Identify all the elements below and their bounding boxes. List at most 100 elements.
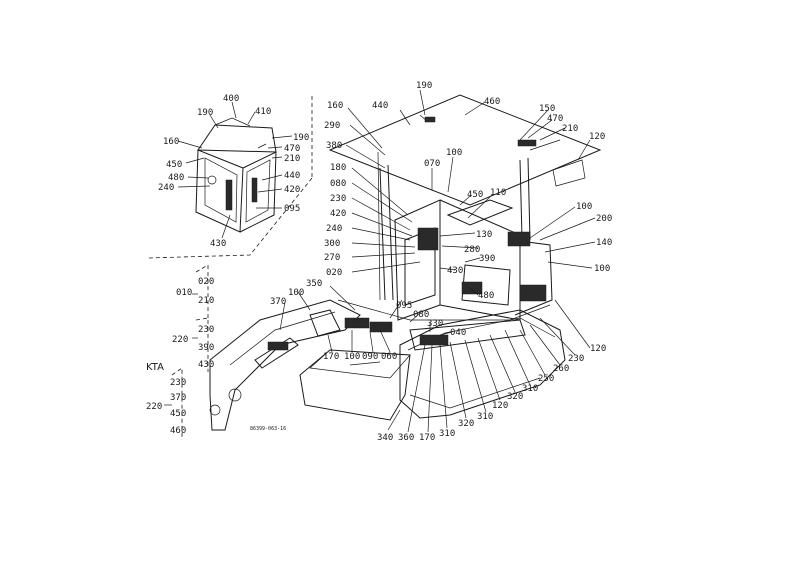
callout-170-bottom: 170	[419, 433, 435, 443]
callout-inset-410: 410	[255, 107, 271, 117]
cabin-top-callouts: 190 440 460 150 470 210 120 070 100 450 …	[372, 81, 605, 200]
callout-190: 190	[416, 81, 432, 91]
callout-380: 380	[326, 141, 342, 151]
callout-310-a: 310	[439, 429, 455, 439]
callout-360: 360	[398, 433, 414, 443]
callout-inset-210: 210	[284, 154, 300, 164]
callout-variant-020: 020	[198, 277, 214, 287]
callout-100-top: 100	[446, 148, 462, 158]
callout-variant-kta: KTA	[146, 362, 164, 373]
callout-320-a: 320	[458, 419, 474, 429]
callout-160: 160	[327, 101, 343, 111]
callout-070: 070	[424, 159, 440, 169]
cabin-left-callouts: 160 290 380 180 080 230 420 240 300 270 …	[324, 101, 346, 278]
callout-140: 140	[596, 238, 612, 248]
callout-090: 090	[362, 352, 378, 362]
callout-inset-400: 400	[223, 94, 239, 104]
cabin-right-callouts: 100 200 140 100 130 280 390 430 480	[447, 202, 612, 301]
variant-callouts: 020 010 210 220 230 390 430 KTA 230 370 …	[146, 277, 214, 436]
cabin-frame-drawing	[328, 94, 602, 321]
callout-390: 390	[479, 254, 495, 264]
main-leader-lines	[279, 89, 596, 433]
callout-100-right-a: 100	[576, 202, 592, 212]
callout-inset-480: 480	[168, 173, 184, 183]
callout-inset-190-top: 190	[197, 108, 213, 118]
bottom-callouts: 340 360 170 310 320 310 120 320 310 250 …	[377, 344, 606, 443]
callout-240: 240	[326, 224, 342, 234]
callout-320-b: 320	[507, 392, 523, 402]
callout-inset-440: 440	[284, 171, 300, 181]
inset-callouts: 190 400 410 160 190 470 450 210 480 440 …	[158, 94, 309, 249]
inset-dashed-border	[147, 96, 313, 259]
blade-drawing	[299, 349, 411, 421]
variant-brackets	[164, 264, 209, 440]
arm-callouts: 350 100 370 095 080 330 040 170 100 090 …	[270, 279, 466, 362]
callout-inset-160: 160	[163, 137, 179, 147]
callout-100-arm: 100	[288, 288, 304, 298]
callout-variant-010: 010	[176, 288, 192, 298]
callout-080-arm: 080	[413, 310, 429, 320]
callout-310-b: 310	[477, 412, 493, 422]
callout-100-right-b: 100	[594, 264, 610, 274]
callout-290: 290	[324, 121, 340, 131]
callout-450: 450	[467, 190, 483, 200]
callout-430: 430	[447, 266, 463, 276]
inset-canopy-drawing	[195, 117, 277, 233]
callout-120-bottom: 120	[492, 401, 508, 411]
callout-200: 200	[596, 214, 612, 224]
callout-inset-450: 450	[166, 160, 182, 170]
callout-inset-240: 240	[158, 183, 174, 193]
callout-470: 470	[547, 114, 563, 124]
callout-210: 210	[562, 124, 578, 134]
callout-inset-420: 420	[284, 185, 300, 195]
callout-300: 300	[324, 239, 340, 249]
callout-variant-220-a: 220	[172, 335, 188, 345]
boom-arm-drawing	[209, 299, 393, 431]
callout-480: 480	[478, 291, 494, 301]
callout-variant-460: 460	[170, 426, 186, 436]
callout-080: 080	[330, 179, 346, 189]
callout-inset-470: 470	[284, 144, 300, 154]
callout-variant-220-b: 220	[146, 402, 162, 412]
callout-inset-430: 430	[210, 239, 226, 249]
callout-170-arm: 170	[323, 352, 339, 362]
callout-280: 280	[464, 245, 480, 255]
callout-370: 370	[270, 297, 286, 307]
callout-inset-095: 095	[284, 204, 300, 214]
callout-inset-190-right: 190	[293, 133, 309, 143]
callout-130: 130	[476, 230, 492, 240]
callout-180: 180	[330, 163, 346, 173]
callout-060: 060	[381, 352, 397, 362]
undercarriage-drawing	[399, 309, 566, 419]
callout-260: 260	[553, 364, 569, 374]
callout-120-right: 120	[590, 344, 606, 354]
callout-095: 095	[396, 301, 412, 311]
callout-variant-450: 450	[170, 409, 186, 419]
callout-250: 250	[538, 374, 554, 384]
callout-460: 460	[484, 97, 500, 107]
inset-leader-lines	[177, 101, 293, 239]
callout-340: 340	[377, 433, 393, 443]
callout-variant-230-a: 230	[198, 325, 214, 335]
callout-variant-370: 370	[170, 393, 186, 403]
callout-420: 420	[330, 209, 346, 219]
callout-230: 230	[330, 194, 346, 204]
callout-110: 110	[490, 188, 506, 198]
callout-230-bottom: 230	[568, 354, 584, 364]
callout-variant-210: 210	[198, 296, 214, 306]
callout-120-top: 120	[589, 132, 605, 142]
callout-330: 330	[427, 319, 443, 329]
callout-150: 150	[539, 104, 555, 114]
callout-350: 350	[306, 279, 322, 289]
callout-040: 040	[450, 328, 466, 338]
callout-variant-230-b: 230	[170, 378, 186, 388]
callout-variant-430: 430	[198, 360, 214, 370]
callout-variant-390: 390	[198, 343, 214, 353]
callout-310-c: 310	[522, 384, 538, 394]
drawing-code: 86399-063-16	[250, 426, 286, 432]
callout-270: 270	[324, 253, 340, 263]
callout-440: 440	[372, 101, 388, 111]
callout-020: 020	[326, 268, 342, 278]
